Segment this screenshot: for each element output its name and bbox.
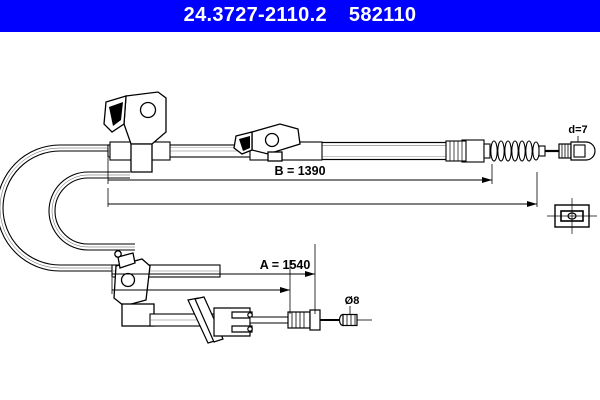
upper-ferrule-boot bbox=[445, 140, 467, 162]
upper-mid-bracket bbox=[233, 123, 301, 162]
technical-drawing-svg: B = 1390 A = 1540 d=7 bbox=[0, 91, 597, 344]
bellows-boot bbox=[461, 139, 546, 163]
callout-diameter-8-label: Ø8 bbox=[345, 295, 360, 307]
dimension-a bbox=[107, 172, 538, 314]
retaining-clip-detail bbox=[547, 198, 597, 234]
dimension-b-arrow-right bbox=[482, 177, 492, 183]
lower-cable bbox=[111, 250, 372, 344]
lower-bracket bbox=[113, 250, 155, 327]
callout-d7-label: d=7 bbox=[568, 124, 587, 136]
lower-inner-rod bbox=[249, 316, 289, 324]
dimension-b bbox=[107, 158, 493, 184]
dimension-a-label: A = 1540 bbox=[260, 258, 311, 272]
dimension-b-label: B = 1390 bbox=[274, 164, 325, 178]
upper-left-bracket bbox=[103, 91, 167, 173]
header-title-group: 24.3727-2110.2 582110 bbox=[184, 4, 417, 27]
part-number: 24.3727-2110.2 bbox=[183, 3, 327, 26]
dimension-a-arrow-lower-right bbox=[280, 287, 290, 293]
lower-cable-end-nipple bbox=[338, 313, 358, 327]
lower-threaded-adjuster bbox=[287, 309, 321, 331]
drawing-area: B = 1390 A = 1540 d=7 bbox=[0, 32, 600, 400]
upper-cable bbox=[103, 91, 596, 173]
reference-number: 582110 bbox=[348, 3, 417, 26]
dimension-a-arrow-lower-2 bbox=[305, 271, 315, 277]
header-bar: 24.3727-2110.2 582110 bbox=[0, 0, 600, 32]
upper-cable-end-nipple bbox=[558, 141, 596, 161]
dimension-a-arrow-upper-right bbox=[527, 201, 537, 207]
clevis-fork bbox=[187, 296, 253, 344]
